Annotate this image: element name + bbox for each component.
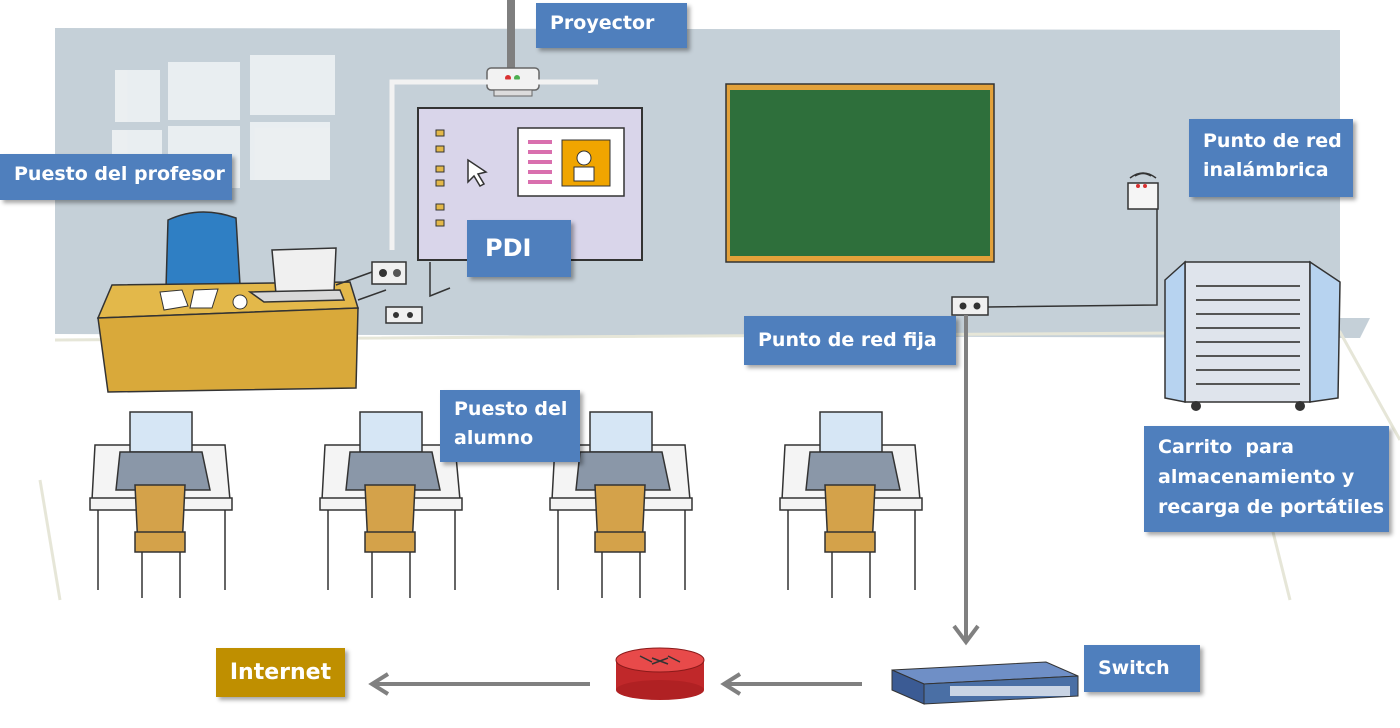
puesto-profesor-label: Puesto del profesor: [0, 154, 232, 200]
punto-red-inalambrica-line-2: inalámbrica: [1203, 159, 1329, 181]
network-socket-icon: [371, 261, 989, 324]
punto-red-fija-label: Punto de red fija: [744, 316, 956, 365]
carrito-line-3: recarga de portátiles: [1158, 496, 1385, 518]
classroom-floor: [38, 330, 1400, 601]
switch-icon: [891, 661, 1079, 705]
pdi-label: PDI: [467, 220, 571, 277]
internet-label: Internet: [216, 648, 345, 697]
carrito-line-2: almacenamiento y: [1158, 466, 1355, 488]
proyector-label: Proyector: [536, 3, 687, 48]
switch-label: Switch: [1084, 645, 1200, 692]
router-icon: [615, 647, 705, 700]
classroom-wall: [55, 28, 1370, 338]
proyector-text: Proyector: [550, 12, 655, 34]
puesto-alumno-line-1: Puesto del: [454, 398, 568, 420]
punto-red-fija-text: Punto de red fija: [758, 329, 937, 351]
punto-red-inalambrica-label: Punto de red inalámbrica: [1189, 119, 1353, 197]
teacher-desk-icon: [96, 211, 387, 393]
chalkboard-icon: [725, 83, 995, 263]
uplink-arrow: [368, 672, 862, 696]
switch-text: Switch: [1098, 657, 1170, 679]
pdi-text: PDI: [485, 234, 532, 262]
carrito-line-1: Carrito para: [1158, 436, 1294, 458]
punto-red-inalambrica-line-1: Punto de red: [1203, 130, 1342, 152]
laptop-cart-icon: [1164, 260, 1341, 411]
carrito-label: Carrito para almacenamiento y recarga de…: [1144, 426, 1389, 532]
network-cable-arrow: [952, 315, 980, 646]
internet-text: Internet: [229, 660, 332, 685]
student-desk-icon: [89, 411, 923, 598]
interactive-whiteboard-icon: [389, 79, 643, 300]
puesto-profesor-text: Puesto del profesor: [14, 163, 225, 185]
wireless-access-point-icon: [987, 172, 1159, 308]
puesto-alumno-label: Puesto del alumno: [440, 390, 580, 462]
puesto-alumno-line-2: alumno: [454, 427, 534, 449]
